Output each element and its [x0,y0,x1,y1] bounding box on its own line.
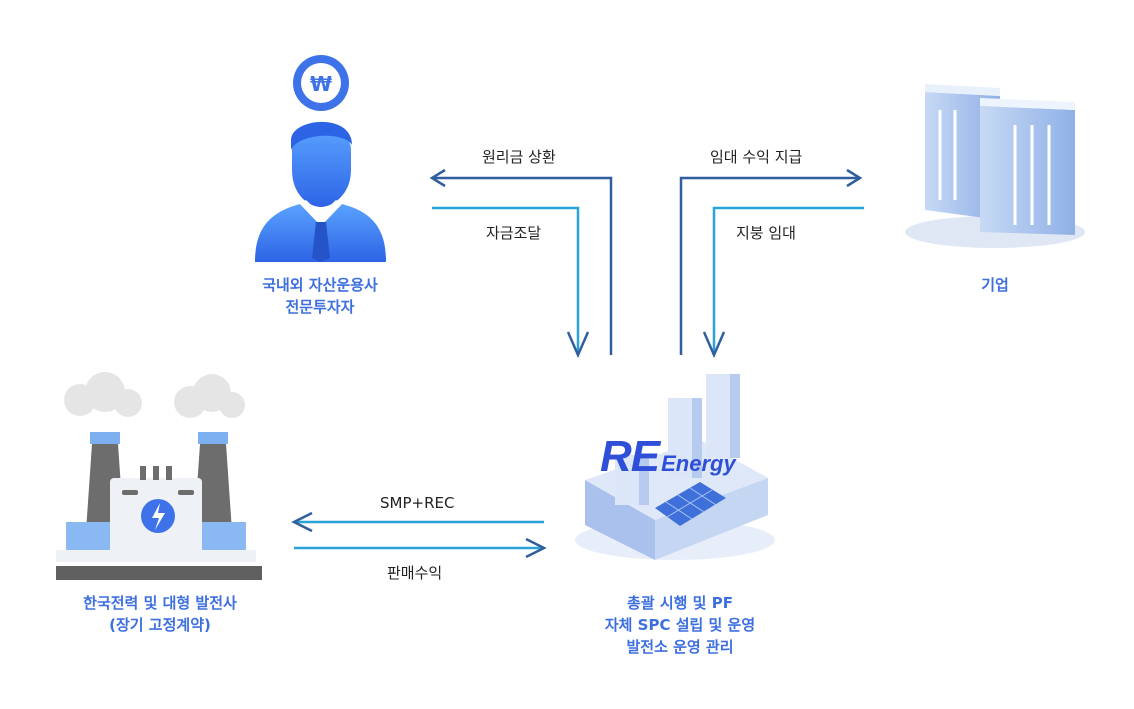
flow-fund-raising-arrow [432,206,590,359]
re-energy-logo: REEnergy [600,432,736,482]
caption-line: 국내외 자산운용사 [262,276,378,294]
investor-caption: 국내외 자산운용사 전문투자자 [240,274,400,318]
flow-roof-lease-arrow [702,206,864,359]
re-energy-plant-icon [575,374,775,560]
office-building-icon [905,84,1085,248]
label-sales-revenue: 판매수익 [387,564,443,582]
flow-sales-revenue-arrow [294,537,547,559]
power-plant-caption: 한국전력 및 대형 발전사 (장기 고정계약) [40,592,280,636]
caption-line: 기업 [981,276,1009,294]
caption-line: 전문투자자 [285,298,355,316]
label-smp-rec: SMP+REC [380,494,455,512]
label-roof-lease: 지붕 임대 [736,224,796,242]
company-caption: 기업 [960,274,1030,296]
caption-line: 발전소 운영 관리 [626,638,734,656]
power-plant-icon [56,372,262,580]
flow-principal-repayment-arrow [429,168,613,355]
brand-mark: RE [600,432,660,481]
svg-text:₩: ₩ [310,72,332,96]
investor-icon: ₩ [255,55,386,262]
caption-line: 총괄 시행 및 PF [627,594,733,612]
caption-line: 한국전력 및 대형 발전사 [83,594,237,612]
label-principal-repayment: 원리금 상환 [482,148,556,166]
label-rent-payment: 임대 수익 지급 [710,148,803,166]
caption-line: 자체 SPC 설립 및 운영 [604,616,756,634]
caption-line: (장기 고정계약) [109,616,211,634]
flow-smp-rec-arrow [291,511,544,533]
re-energy-caption: 총괄 시행 및 PF 자체 SPC 설립 및 운영 발전소 운영 관리 [580,592,780,658]
label-fund-raising: 자금조달 [486,224,542,242]
flow-rent-payment-arrow [679,168,863,355]
brand-word: Energy [661,451,736,476]
